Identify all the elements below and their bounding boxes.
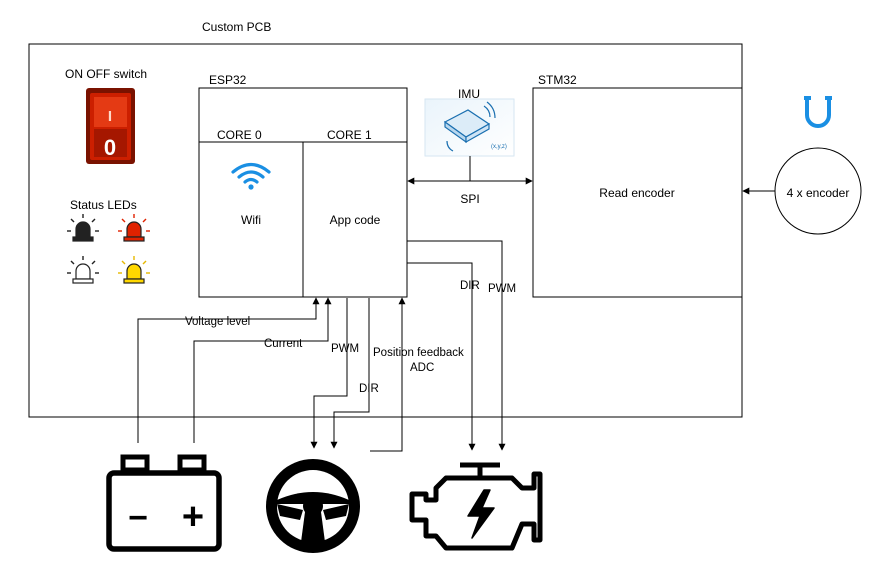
stm32-title: STM32	[538, 73, 577, 87]
esp32-title: ESP32	[209, 73, 247, 87]
leds-label: Status LEDs	[70, 198, 137, 212]
battery-minus: −	[128, 499, 148, 537]
position-label-1: Position feedback	[373, 347, 464, 359]
imu-sensor-icon: (x,y,z)	[424, 98, 515, 157]
imu-title: IMU	[458, 87, 480, 101]
led-icon	[67, 214, 99, 242]
switch-label: ON OFF switch	[65, 67, 147, 81]
led-icon	[118, 256, 150, 284]
core1-content: App code	[330, 213, 381, 227]
core0-content: Wifi	[241, 213, 261, 227]
imu-badge: (x,y,z)	[491, 144, 507, 150]
led-icon	[67, 256, 99, 284]
position-wire	[370, 297, 406, 452]
magnet-icon	[804, 96, 832, 128]
dir-motor-label: DIR	[460, 280, 480, 292]
current-wire	[193, 297, 332, 443]
steering-wheel-icon	[266, 459, 360, 553]
core1-title: CORE 1	[327, 128, 372, 142]
stm32-content: Read encoder	[599, 186, 674, 200]
switch-off-glyph: 0	[104, 135, 116, 160]
pcb-title: Custom PCB	[202, 20, 271, 34]
wifi-icon	[231, 162, 271, 190]
pwm-motor-label: PWM	[488, 283, 516, 295]
dir-wheel-wire	[330, 298, 370, 449]
voltage-wire	[137, 297, 320, 443]
battery-plus: +	[182, 496, 204, 538]
dir-wheel-label: DIR	[359, 383, 379, 395]
position-label-2: ADC	[410, 362, 434, 374]
dir-motor-wire	[407, 262, 476, 451]
pwm-wheel-label: PWM	[331, 343, 359, 355]
core0-title: CORE 0	[217, 128, 262, 142]
encoder-label: 4 x encoder	[787, 186, 850, 200]
spi-label: SPI	[460, 192, 479, 206]
switch-on-glyph: I	[108, 108, 112, 125]
pwm-motor-wire	[407, 240, 506, 451]
stm32-block	[532, 87, 743, 298]
voltage-label: Voltage level	[185, 316, 250, 328]
power-switch-icon: I 0	[86, 88, 135, 164]
led-icon	[118, 214, 150, 242]
pwm-wheel-wire	[310, 298, 348, 449]
current-label: Current	[264, 338, 303, 350]
battery-icon: − +	[106, 454, 222, 552]
engine-icon	[409, 462, 543, 551]
